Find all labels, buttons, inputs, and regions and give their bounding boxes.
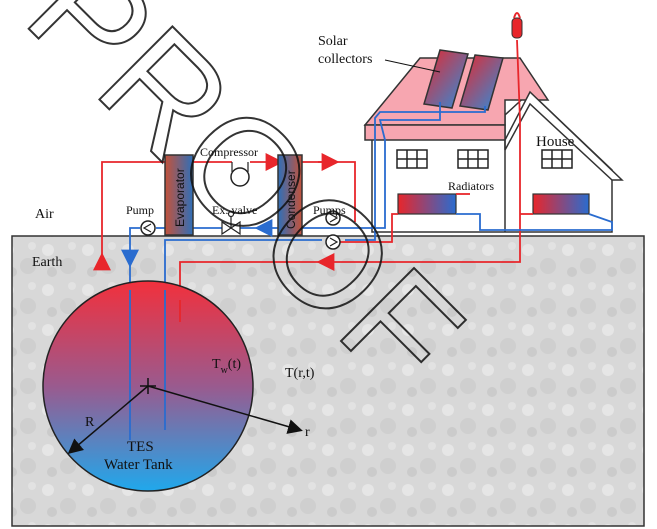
trt-label: T(r,t) xyxy=(285,366,315,381)
tw-label: Tw(t) xyxy=(212,357,241,376)
tes-label: Water Tank xyxy=(104,457,173,473)
radius-arrow-r xyxy=(147,385,303,434)
radius-arrow-R xyxy=(67,385,149,454)
condenser-label: Condenser xyxy=(284,170,298,229)
pump xyxy=(325,234,341,250)
compressor-label: Compressor xyxy=(200,145,258,159)
pump-label: Pump xyxy=(126,203,154,217)
evaporator-label: Evaporator xyxy=(173,168,187,227)
tes-label: TES xyxy=(127,439,154,455)
radiator xyxy=(532,193,590,215)
r-label: r xyxy=(305,425,310,440)
expansion-valve xyxy=(221,210,241,236)
pump xyxy=(140,220,156,236)
radiator xyxy=(397,193,457,215)
radiators-label: Radiators xyxy=(448,179,494,193)
earth-label: Earth xyxy=(32,255,62,270)
compressor xyxy=(230,167,250,187)
window xyxy=(396,149,573,169)
ex-valve-label: Ex. valve xyxy=(212,203,257,217)
house-label: House xyxy=(536,134,575,150)
solar-collectors xyxy=(423,49,504,111)
pumps-label: Pumps xyxy=(313,203,346,217)
evaporator xyxy=(164,154,194,236)
condenser xyxy=(277,154,303,236)
pump xyxy=(325,210,341,226)
hot-pipes xyxy=(101,39,533,322)
air-label: Air xyxy=(35,207,54,222)
expansion-vessel xyxy=(511,17,523,39)
solar-collectors-label: collectors xyxy=(318,52,372,67)
R-label: R xyxy=(85,415,95,430)
solar-collectors-label: Solar xyxy=(318,34,348,49)
